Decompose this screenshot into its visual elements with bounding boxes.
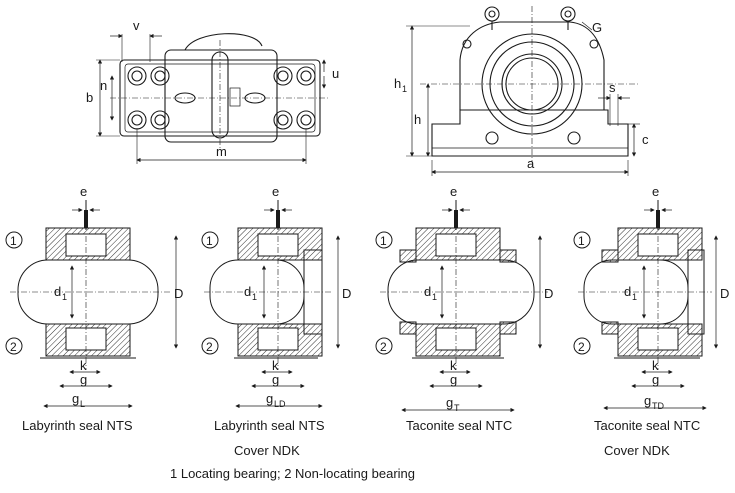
elevation-view <box>406 6 640 176</box>
dim-h1-label: h <box>394 76 401 91</box>
marker-1-label: 1 <box>206 234 213 248</box>
dim-gL-sub: L <box>80 399 85 409</box>
dim-k-label: k <box>450 358 457 373</box>
dim-gT-label: g <box>446 395 453 410</box>
dim-d1-sub: 1 <box>432 292 437 302</box>
caption-section-4: Taconite seal NTC <box>594 418 701 433</box>
dim-h1-sub: 1 <box>402 84 407 94</box>
dim-d1-label: d <box>244 284 251 299</box>
caption-section-2: Labyrinth seal NTS <box>214 418 325 433</box>
marker-1-icon <box>201 231 219 249</box>
dim-d1-sub: 1 <box>632 292 637 302</box>
dim-e-label: e <box>450 184 457 199</box>
marker-1-icon <box>5 231 23 249</box>
dim-D-label: D <box>342 286 351 301</box>
marker-2-label: 2 <box>206 340 213 354</box>
marker-2-icon <box>375 337 393 355</box>
dim-gLD-label: g <box>266 391 273 406</box>
dim-v-label: v <box>133 18 140 33</box>
dim-d1-label: d <box>54 284 61 299</box>
dim-d1-sub: 1 <box>252 292 257 302</box>
dim-g-label: g <box>272 372 279 387</box>
legend: 1 Locating bearing; 2 Non-locating beari… <box>170 466 416 481</box>
dim-k-label: k <box>272 358 279 373</box>
dim-e-label: e <box>652 184 659 199</box>
dim-n-label: n <box>100 78 107 93</box>
marker-1-icon <box>375 231 393 249</box>
marker-2-icon <box>5 337 23 355</box>
dim-k-label: k <box>80 358 87 373</box>
dim-D-label: D <box>174 286 183 301</box>
marker-1-label: 1 <box>10 234 17 248</box>
dim-gLD-sub: LD <box>274 399 286 409</box>
dim-b-label: b <box>86 90 93 105</box>
dim-gL-label: g <box>72 391 79 406</box>
dim-a-label: a <box>527 156 535 171</box>
dim-d1-label: d <box>624 284 631 299</box>
dim-g-label: g <box>80 372 87 387</box>
section-taconite-ntc <box>380 200 548 413</box>
dim-e-label: e <box>272 184 279 199</box>
dim-g-label: g <box>450 372 457 387</box>
dim-s-label: s <box>609 80 616 95</box>
dim-e-label: e <box>80 184 87 199</box>
dim-d1-label: d <box>424 284 431 299</box>
dim-gT-sub: T <box>454 403 460 413</box>
dim-D-label: D <box>720 286 729 301</box>
dim-u-label: u <box>332 66 339 81</box>
dim-g-label: g <box>652 372 659 387</box>
marker-2-icon <box>201 337 219 355</box>
plan-view <box>96 33 330 164</box>
caption-section-3: Taconite seal NTC <box>406 418 513 433</box>
marker-2-label: 2 <box>10 340 17 354</box>
section-taconite-ndk <box>578 200 719 411</box>
marker-2-label: 2 <box>578 340 585 354</box>
dim-D-label: D <box>544 286 553 301</box>
dim-d1-sub: 1 <box>62 292 67 302</box>
caption-section-1: Labyrinth seal NTS <box>22 418 133 433</box>
dim-h-label: h <box>414 112 421 127</box>
marker-2-label: 2 <box>380 340 387 354</box>
dim-G-label: G <box>592 20 602 35</box>
dim-gTD-label: g <box>644 393 651 408</box>
dim-k-label: k <box>652 358 659 373</box>
marker-1-label: 1 <box>380 234 387 248</box>
section-labyrinth-ndk <box>204 200 341 409</box>
section-labyrinth-nts <box>10 200 179 409</box>
marker-2-icon <box>573 337 591 355</box>
dim-gTD-sub: TD <box>652 401 664 411</box>
marker-1-label: 1 <box>578 234 585 248</box>
dim-m-label: m <box>216 144 227 159</box>
caption-section-4-cover: Cover NDK <box>604 443 670 458</box>
marker-1-icon <box>573 231 591 249</box>
caption-section-2-cover: Cover NDK <box>234 443 300 458</box>
dim-c-label: c <box>642 132 649 147</box>
